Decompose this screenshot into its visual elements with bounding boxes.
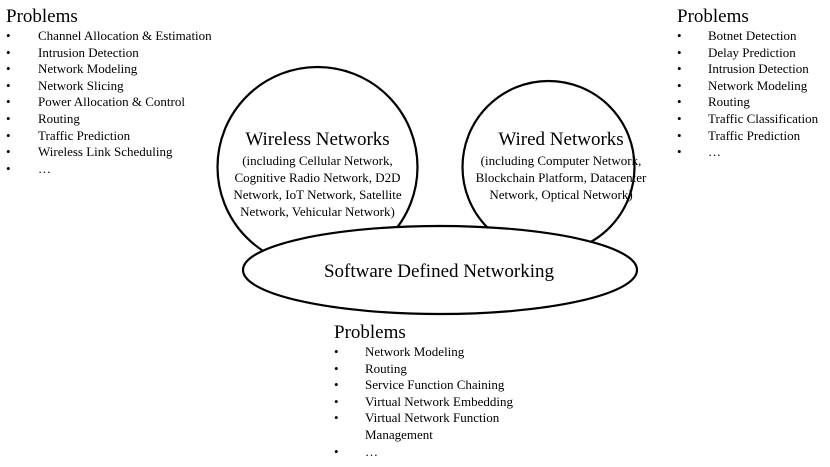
- list-item-text: …: [708, 144, 721, 160]
- bullet-glyph: •: [6, 94, 11, 110]
- bullet-glyph: •: [677, 94, 682, 110]
- bullet-glyph: •: [334, 393, 339, 409]
- wired-networks-detail-line: Network, Optical Network): [489, 187, 632, 202]
- list-item: • Channel Allocation & Estimation: [6, 28, 246, 45]
- left-problems-list: • Channel Allocation & Estimation • Intrus…: [6, 28, 246, 177]
- bullet-glyph: •: [677, 44, 682, 60]
- wireless-networks-detail-line: Cognitive Radio Network, D2D: [234, 170, 400, 185]
- list-item: • Intrusion Detection: [677, 61, 830, 78]
- wired-networks-detail-line: Blockchain Platform, Datacenter: [476, 170, 647, 185]
- bullet-glyph: •: [677, 28, 682, 43]
- list-item-text: Intrusion Detection: [708, 61, 809, 77]
- bullet-glyph: •: [677, 127, 682, 143]
- wireless-networks-title: Wireless Networks: [245, 129, 389, 150]
- bullet-glyph: •: [334, 377, 339, 393]
- bullet-glyph: •: [334, 360, 339, 376]
- list-item: • Routing: [6, 111, 246, 128]
- bullet-glyph: •: [6, 44, 11, 60]
- sdn-ellipse: [241, 224, 639, 316]
- list-item-text: …: [365, 443, 378, 459]
- bullet-glyph: •: [677, 61, 682, 77]
- list-item: • Network Modeling: [334, 344, 574, 361]
- wireless-networks-detail-line: Network, Vehicular Network): [240, 204, 395, 219]
- left-problems-block: Problems • Channel Allocation & Estimatio…: [6, 6, 246, 177]
- list-item-text: Traffic Classification: [708, 110, 819, 126]
- list-item-text: Network Modeling: [38, 61, 138, 77]
- list-item-text: Network Modeling: [365, 344, 465, 359]
- list-item: •…: [677, 144, 830, 161]
- list-item: • Traffic Prediction: [677, 128, 830, 145]
- list-item-text: Traffic Prediction: [708, 127, 801, 143]
- bullet-glyph: •: [6, 77, 11, 93]
- bullet-glyph: •: [334, 443, 339, 459]
- bullet-glyph: •: [334, 344, 339, 359]
- list-item-text: Routing: [365, 360, 407, 376]
- list-item: • Traffic Prediction: [6, 128, 246, 145]
- list-item-text: Traffic Prediction: [38, 127, 131, 143]
- list-item-text: Routing: [708, 94, 750, 110]
- wireless-networks-detail-line: (including Cellular Network,: [242, 153, 393, 168]
- list-item: • Network Modeling: [677, 78, 830, 95]
- list-item: •…: [6, 161, 246, 178]
- left-problems-title: Problems: [6, 6, 78, 27]
- wired-networks-detail-line: (including Computer Network,: [481, 153, 642, 168]
- list-item: • Intrusion Detection: [6, 45, 246, 62]
- list-item-text: Virtual Network Function Management: [365, 410, 500, 442]
- list-item: • Delay Prediction: [677, 45, 830, 62]
- bullet-glyph: •: [677, 77, 682, 93]
- list-item: • Virtual Network Function Management: [334, 410, 574, 443]
- list-item-text: Network Slicing: [38, 77, 124, 93]
- bullet-glyph: •: [6, 28, 11, 43]
- wireless-networks-detail-line: Network, IoT Network, Satellite: [233, 187, 402, 202]
- list-item-text: Delay Prediction: [708, 44, 796, 60]
- right-problems-title: Problems: [677, 6, 749, 27]
- bullet-glyph: •: [6, 127, 11, 143]
- list-item-text: Virtual Network Embedding: [365, 393, 513, 409]
- list-item-text: …: [38, 160, 51, 176]
- list-item: • Power Allocation & Control: [6, 94, 246, 111]
- bullet-glyph: •: [334, 410, 339, 426]
- list-item-text: Wireless Link Scheduling: [38, 144, 173, 160]
- wired-networks-title: Wired Networks: [498, 129, 623, 150]
- list-item-text: Network Modeling: [708, 77, 808, 93]
- list-item-text: Power Allocation & Control: [38, 94, 185, 110]
- bottom-problems-title: Problems: [334, 322, 406, 343]
- sdn-title: Software Defined Networking: [324, 261, 555, 282]
- bottom-problems-block: Problems • Network Modeling • Routing • Ser…: [334, 322, 574, 460]
- list-item-text: Channel Allocation & Estimation: [38, 28, 212, 43]
- list-item-text: Service Function Chaining: [365, 377, 505, 393]
- list-item-text: Routing: [38, 110, 80, 126]
- list-item: • Network Slicing: [6, 78, 246, 95]
- bullet-glyph: •: [6, 160, 11, 176]
- bottom-problems-list: • Network Modeling • Routing • Service Func…: [334, 344, 574, 460]
- list-item: • Wireless Link Scheduling: [6, 144, 246, 161]
- list-item: • Routing: [677, 94, 830, 111]
- list-item-text: Botnet Detection: [708, 28, 797, 43]
- list-item: •…: [334, 444, 574, 461]
- list-item: • Network Modeling: [6, 61, 246, 78]
- bullet-glyph: •: [677, 144, 682, 160]
- bullet-glyph: •: [6, 144, 11, 160]
- list-item: • Botnet Detection: [677, 28, 830, 45]
- list-item: • Traffic Classification: [677, 111, 830, 128]
- bullet-glyph: •: [6, 61, 11, 77]
- right-problems-block: Problems • Botnet Detection • Delay Predic…: [677, 6, 830, 161]
- list-item: • Virtual Network Embedding: [334, 394, 574, 411]
- bullet-glyph: •: [6, 110, 11, 126]
- list-item: • Routing: [334, 361, 574, 378]
- list-item: • Service Function Chaining: [334, 377, 574, 394]
- list-item-text: Intrusion Detection: [38, 44, 139, 60]
- right-problems-list: • Botnet Detection • Delay Prediction • Int…: [677, 28, 830, 161]
- bullet-glyph: •: [677, 110, 682, 126]
